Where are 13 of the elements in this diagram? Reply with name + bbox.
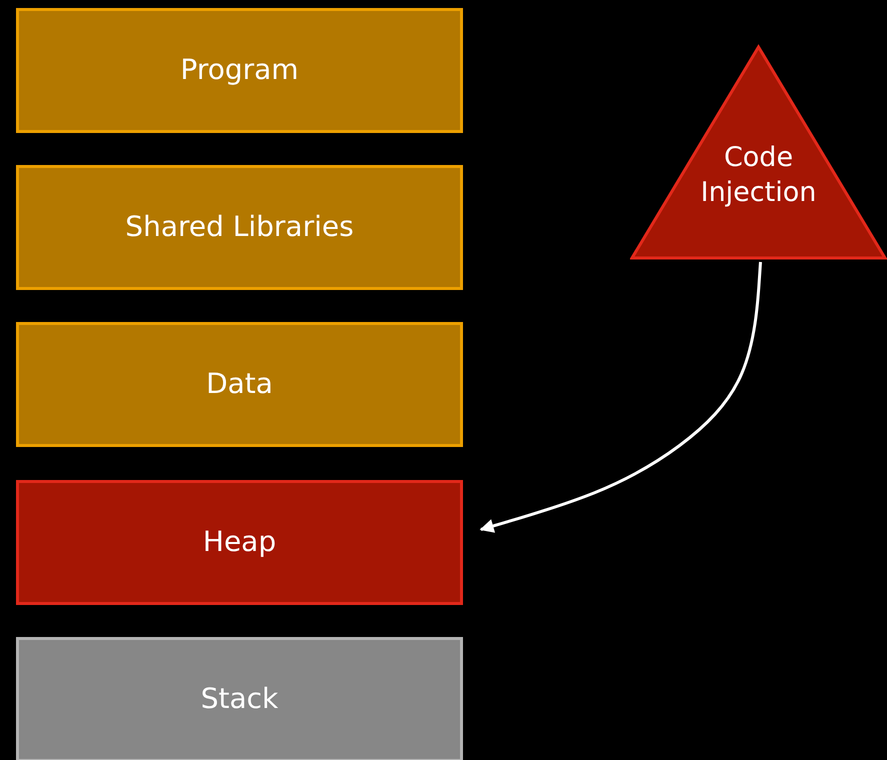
memory-segment-box — [16, 165, 463, 290]
node-label: Code Injection — [700, 140, 818, 210]
node-label: Stack — [200, 681, 278, 718]
memory-segment-box — [16, 480, 463, 605]
node-label: Shared Libraries — [125, 209, 354, 246]
curved-arrow — [480, 262, 762, 533]
attack-triangle — [630, 44, 887, 260]
memory-segment-box — [16, 8, 463, 133]
node-label: Program — [180, 52, 299, 88]
memory-segment-box — [16, 322, 463, 447]
node-label: Data — [206, 366, 273, 402]
node-label: Heap — [202, 524, 276, 560]
memory-segment-box — [16, 637, 463, 760]
